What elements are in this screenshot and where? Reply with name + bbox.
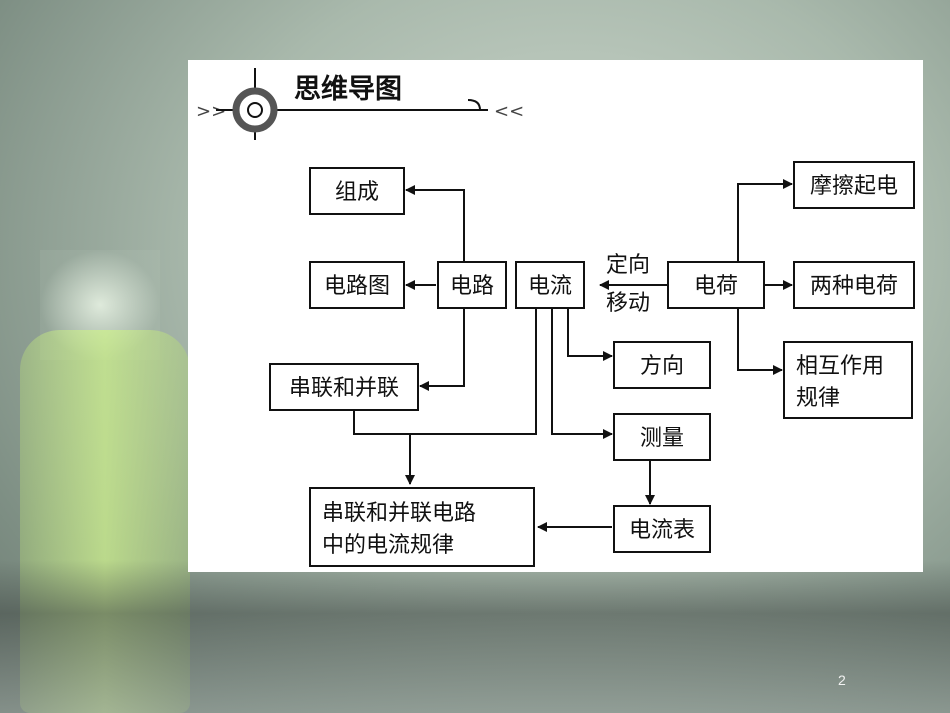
arrow-current-to-measure xyxy=(551,308,613,439)
right-chevron-deco: << xyxy=(494,101,524,122)
svg-text:方向: 方向 xyxy=(640,354,684,379)
connectors xyxy=(353,179,793,532)
header-curl xyxy=(467,99,481,111)
svg-text:两种电荷: 两种电荷 xyxy=(810,274,898,299)
svg-text:电路图: 电路图 xyxy=(324,274,390,299)
node-circuit: 电路 xyxy=(437,261,507,309)
svg-text:摩擦起电: 摩擦起电 xyxy=(810,174,898,199)
node-composition: 组成 xyxy=(309,167,405,215)
node-series-and-parallel: 串联和并联 xyxy=(269,363,419,411)
svg-text:电流: 电流 xyxy=(528,274,572,299)
mind-map-diagram: >> << 思维导图 xyxy=(196,68,915,567)
svg-text:相互作用: 相互作用 xyxy=(796,354,884,379)
arrow-charge-to-friction xyxy=(737,179,793,262)
svg-text:组成: 组成 xyxy=(335,180,379,205)
node-friction-electrification: 摩擦起电 xyxy=(793,161,915,209)
line-current-series-join xyxy=(353,308,537,435)
arrow-circuit-to-composition xyxy=(405,185,465,262)
page-number: 2 xyxy=(838,672,846,688)
node-ammeter: 电流表 xyxy=(613,505,711,553)
mind-map-card: >> << 思维导图 xyxy=(188,60,923,572)
svg-text:串联和并联电路: 串联和并联电路 xyxy=(322,501,476,526)
node-direction: 方向 xyxy=(613,341,711,389)
svg-text:串联和并联: 串联和并联 xyxy=(289,376,399,401)
edge-label-directional: 定向 xyxy=(606,253,650,278)
node-series-parallel-current-law: 串联和并联电路 中的电流规律 xyxy=(309,487,535,567)
left-chevron-deco: >> xyxy=(196,101,226,122)
node-measurement: 测量 xyxy=(613,413,711,461)
background-table xyxy=(0,560,950,713)
node-interaction-law: 相互作用 规律 xyxy=(783,341,913,419)
node-current: 电流 xyxy=(515,261,585,309)
node-charge: 电荷 xyxy=(667,261,765,309)
arrow-charge-to-interaction xyxy=(737,308,783,375)
arrow-circuit-to-series-parallel xyxy=(419,308,465,391)
node-two-kinds-of-charge: 两种电荷 xyxy=(793,261,915,309)
svg-text:规律: 规律 xyxy=(796,386,840,411)
page-title: 思维导图 xyxy=(294,74,402,105)
svg-text:电流表: 电流表 xyxy=(629,518,695,543)
svg-text:测量: 测量 xyxy=(640,426,684,451)
svg-text:中的电流规律: 中的电流规律 xyxy=(322,533,454,558)
title-header: >> << 思维导图 xyxy=(196,68,524,140)
edge-label-movement: 移动 xyxy=(606,291,650,316)
target-icon xyxy=(232,68,278,140)
svg-text:电荷: 电荷 xyxy=(694,274,738,299)
node-circuit-diagram: 电路图 xyxy=(309,261,405,309)
arrow-current-to-direction xyxy=(567,308,613,361)
svg-text:电路: 电路 xyxy=(450,274,494,299)
